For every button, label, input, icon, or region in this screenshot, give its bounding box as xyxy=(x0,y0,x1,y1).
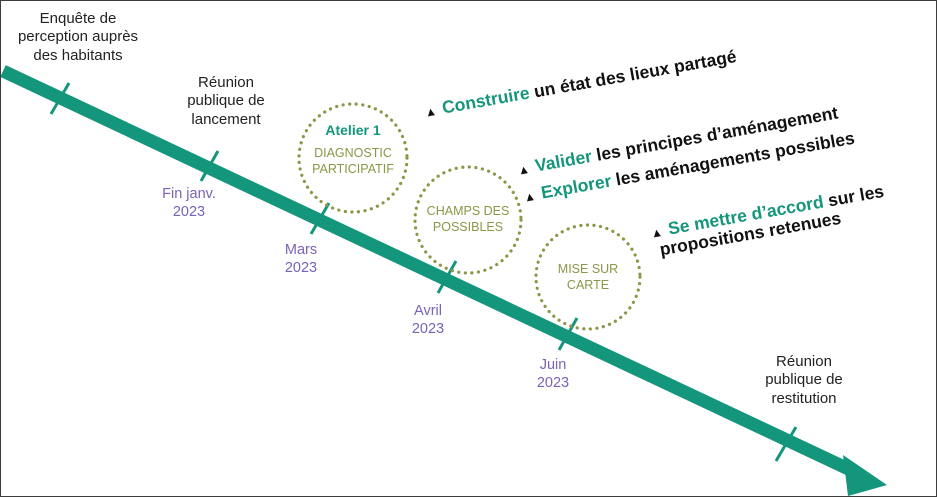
date-mars-line2: 2023 xyxy=(284,259,318,276)
atelier2-line2: POSSIBLES xyxy=(432,220,504,235)
date-juin-line1: Juin xyxy=(539,357,567,373)
atelier3-circle xyxy=(534,223,642,331)
event-enquete-line3: des habitants xyxy=(33,46,123,64)
tick-juin xyxy=(557,317,579,351)
tick-fin-janv xyxy=(199,150,220,182)
atelier2-line1: CHAMPS DES xyxy=(426,204,510,218)
atelier3-line2: CARTE xyxy=(566,278,610,293)
event-enquete-label: Enquête de perception auprès des habitan… xyxy=(13,10,143,65)
timeline-arrow-shaft xyxy=(1,65,862,480)
event-enquete-line2: perception auprès xyxy=(17,28,139,46)
event-lancement-label: Réunion publique de lancement xyxy=(171,74,281,129)
date-mars-label: Mars 2023 xyxy=(263,242,339,277)
triangle-up-icon: ▲ xyxy=(516,161,531,178)
atelier1-title: Atelier 1 xyxy=(325,122,381,138)
date-juin-label: Juin 2023 xyxy=(515,357,591,392)
atelier1-circle xyxy=(297,102,409,214)
event-restitution-label: Réunion publique de restitution xyxy=(749,353,859,408)
tick-restitution xyxy=(774,426,798,462)
atelier3-text: MISE SUR CARTE xyxy=(534,261,642,294)
date-fin-janv-label: Fin janv. 2023 xyxy=(144,186,234,221)
event-restitution-line2: publique de xyxy=(765,371,843,389)
event-enquete-line1: Enquête de xyxy=(39,10,117,27)
date-mars-line1: Mars xyxy=(284,242,318,258)
event-restitution-line1: Réunion xyxy=(776,353,832,370)
date-avril-line2: 2023 xyxy=(411,320,445,337)
atelier1-text: Atelier 1 DIAGNOSTIC PARTICIPATIF xyxy=(296,121,410,178)
date-fin-janv-line1: Fin janv. xyxy=(162,186,216,202)
atelier1-line2: PARTICIPATIF xyxy=(312,162,394,177)
date-avril-label: Avril 2023 xyxy=(390,303,466,338)
atelier3-line1: MISE SUR xyxy=(557,262,619,276)
atelier1-line1: DIAGNOSTIC xyxy=(314,146,392,161)
tick-avril xyxy=(436,260,458,294)
atelier2-text: CHAMPS DES POSSIBLES xyxy=(413,203,523,236)
event-restitution-line3: restitution xyxy=(771,389,837,407)
date-juin-line2: 2023 xyxy=(536,374,570,391)
atelier2-circle xyxy=(413,165,523,275)
timeline-arrow-head xyxy=(843,455,887,496)
triangle-up-icon: ▲ xyxy=(423,103,438,120)
event-lancement-line3: lancement xyxy=(191,110,261,128)
event-lancement-line1: Réunion xyxy=(198,74,254,91)
event-lancement-line2: publique de xyxy=(187,92,265,110)
triangle-up-icon: ▲ xyxy=(522,188,537,205)
date-fin-janv-line2: 2023 xyxy=(172,203,206,220)
tick-enquete xyxy=(49,82,71,115)
date-avril-line1: Avril xyxy=(414,303,442,319)
tick-mars xyxy=(309,202,331,235)
